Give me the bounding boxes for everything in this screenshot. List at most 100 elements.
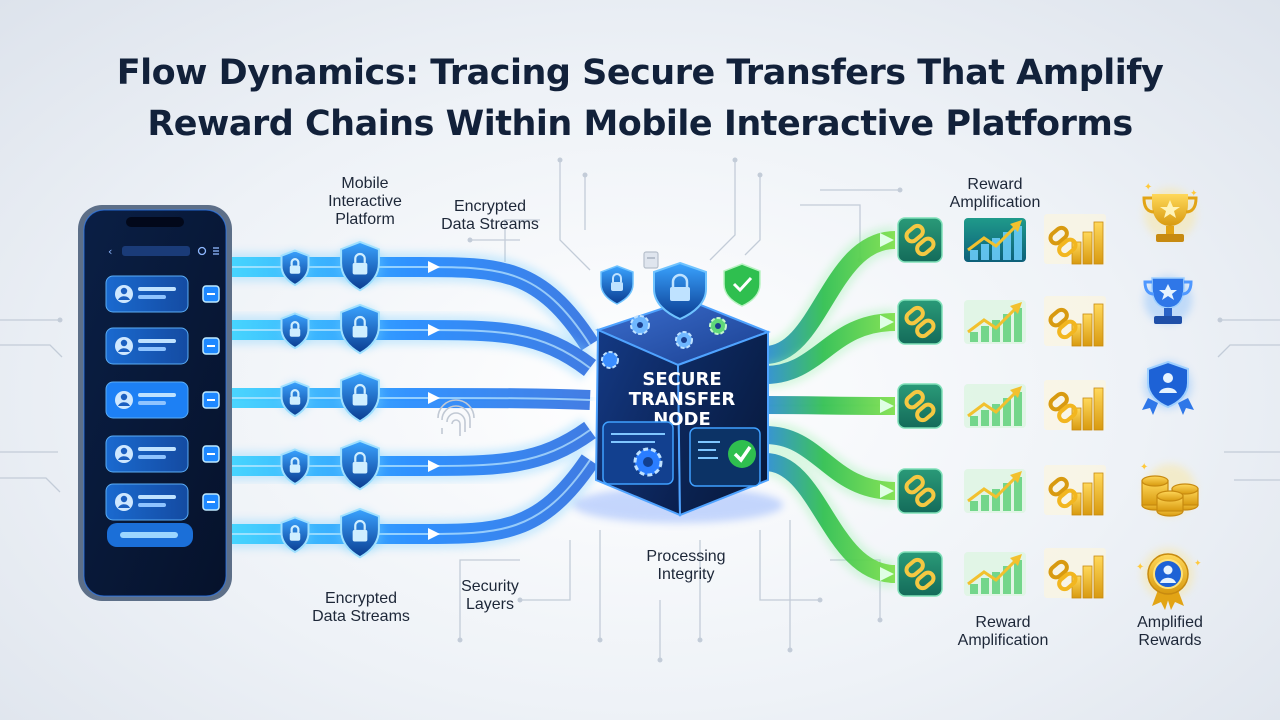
circuit-node (817, 597, 823, 603)
growth-chart-icon (964, 384, 1026, 428)
reward-stream (763, 231, 896, 364)
chain-link-icon (897, 383, 943, 429)
label-encrypted-data-streams-top: Encrypted Data Streams (425, 198, 555, 234)
circuit-node (517, 597, 523, 603)
security-shields (278, 240, 384, 559)
circuit-node (657, 657, 663, 663)
reward-stream (764, 453, 896, 583)
circuit-node (897, 187, 903, 193)
lock-shield-icon (336, 507, 384, 559)
connector-icon (202, 445, 220, 463)
phone-user-card[interactable] (105, 275, 189, 313)
label-processing-integrity: Processing Integrity (626, 548, 746, 584)
connector-icon (202, 493, 220, 511)
label-security-layers: Security Layers (440, 578, 540, 614)
circuit-node (57, 317, 63, 323)
label-line: Reward (975, 614, 1031, 631)
reward-stream (764, 396, 896, 415)
label-line: Platform (335, 211, 395, 228)
badge-icon (643, 251, 659, 269)
label-line: Amplification (957, 632, 1049, 649)
reward-chain-row (897, 296, 1106, 347)
growth-chart-icon (964, 552, 1026, 596)
lock-shield-icon (600, 265, 634, 305)
lock-shield-icon (278, 249, 312, 287)
chain-link-icon (897, 551, 943, 597)
chain-link-icon (897, 468, 943, 514)
label-line: Encrypted (453, 198, 527, 215)
label-line: Processing (646, 548, 726, 565)
circuit-node (757, 172, 763, 178)
connector-icon (202, 391, 220, 409)
label-line: Amplified (1137, 614, 1203, 631)
shield-badge-icon (1142, 360, 1194, 415)
circuit-trace (0, 344, 63, 358)
circuit-trace (504, 219, 540, 262)
phone-user-card[interactable] (105, 381, 189, 419)
svg-text:✦: ✦ (1140, 462, 1148, 473)
phone-user-card[interactable] (105, 327, 189, 365)
circuit-trace (559, 160, 591, 271)
circuit-node (877, 617, 883, 623)
trophy-gold-icon: ✦ ✦ (1142, 182, 1198, 242)
label-line: Interactive (328, 193, 402, 210)
flow-arrow-icon (880, 567, 894, 581)
label-line: Security (461, 578, 519, 595)
label-amplified-rewards: Amplified Rewards (1110, 614, 1230, 650)
title-line-2: Reward Chains Within Mobile Interactive … (147, 104, 1133, 144)
chain-link-icon (897, 299, 943, 345)
circuit-trace (1217, 344, 1280, 358)
label-mobile-interactive-platform: Mobile Interactive Platform (300, 175, 430, 229)
flow-arrow-icon (428, 324, 440, 336)
reward-chain-row (897, 380, 1106, 431)
reward-chain-tiles (897, 214, 1106, 599)
svg-text:‹: ‹ (108, 245, 112, 258)
circuit-node (467, 237, 473, 243)
trophy-blue-icon (1143, 276, 1193, 324)
phone-user-card[interactable] (105, 435, 189, 473)
verified-panel (689, 427, 761, 487)
gold-chain-icon (1044, 380, 1106, 431)
circuit-trace (744, 175, 761, 256)
lock-shield-icon (336, 371, 384, 423)
phone-action-button-label (120, 532, 178, 538)
svg-text:✦: ✦ (1144, 182, 1152, 193)
flow-arrow-icon (880, 484, 894, 498)
check-shield-icon (723, 263, 761, 307)
circuit-trace (520, 540, 571, 601)
growth-chart-icon (964, 300, 1026, 344)
medal-badge-icon: ✦ ✦ (1136, 548, 1202, 610)
reward-stream (764, 426, 896, 500)
growth-chart-icon (964, 469, 1026, 513)
circuit-node (597, 637, 603, 643)
flow-arrow-icon (880, 399, 894, 413)
data-panel (602, 421, 674, 485)
phone-user-card[interactable] (105, 483, 189, 521)
circuit-node (1217, 317, 1223, 323)
lock-shield-icon (278, 312, 312, 350)
svg-text:✦: ✦ (1136, 562, 1144, 573)
reward-flow-streams (763, 226, 897, 588)
reward-chain-row (897, 214, 1106, 265)
gear-icon (709, 317, 727, 335)
label-line: Mobile (341, 175, 389, 192)
circuit-node (787, 647, 793, 653)
fingerprint-icon (437, 399, 475, 436)
label-line: Encrypted (324, 590, 398, 607)
circuit-node (732, 157, 738, 163)
flow-arrow-icon (880, 315, 894, 329)
gear-icon (675, 331, 693, 349)
circuit-trace (709, 160, 736, 261)
reward-chain-row (897, 548, 1106, 599)
circuit-node (457, 637, 463, 643)
chain-link-icon (897, 217, 943, 263)
mobile-phone: ‹ (78, 205, 232, 601)
label-line: Integrity (657, 566, 715, 583)
svg-text:✦: ✦ (1190, 189, 1198, 199)
circuit-trace (0, 477, 61, 493)
reward-stream (764, 313, 896, 384)
gold-chain-icon (1044, 465, 1106, 516)
